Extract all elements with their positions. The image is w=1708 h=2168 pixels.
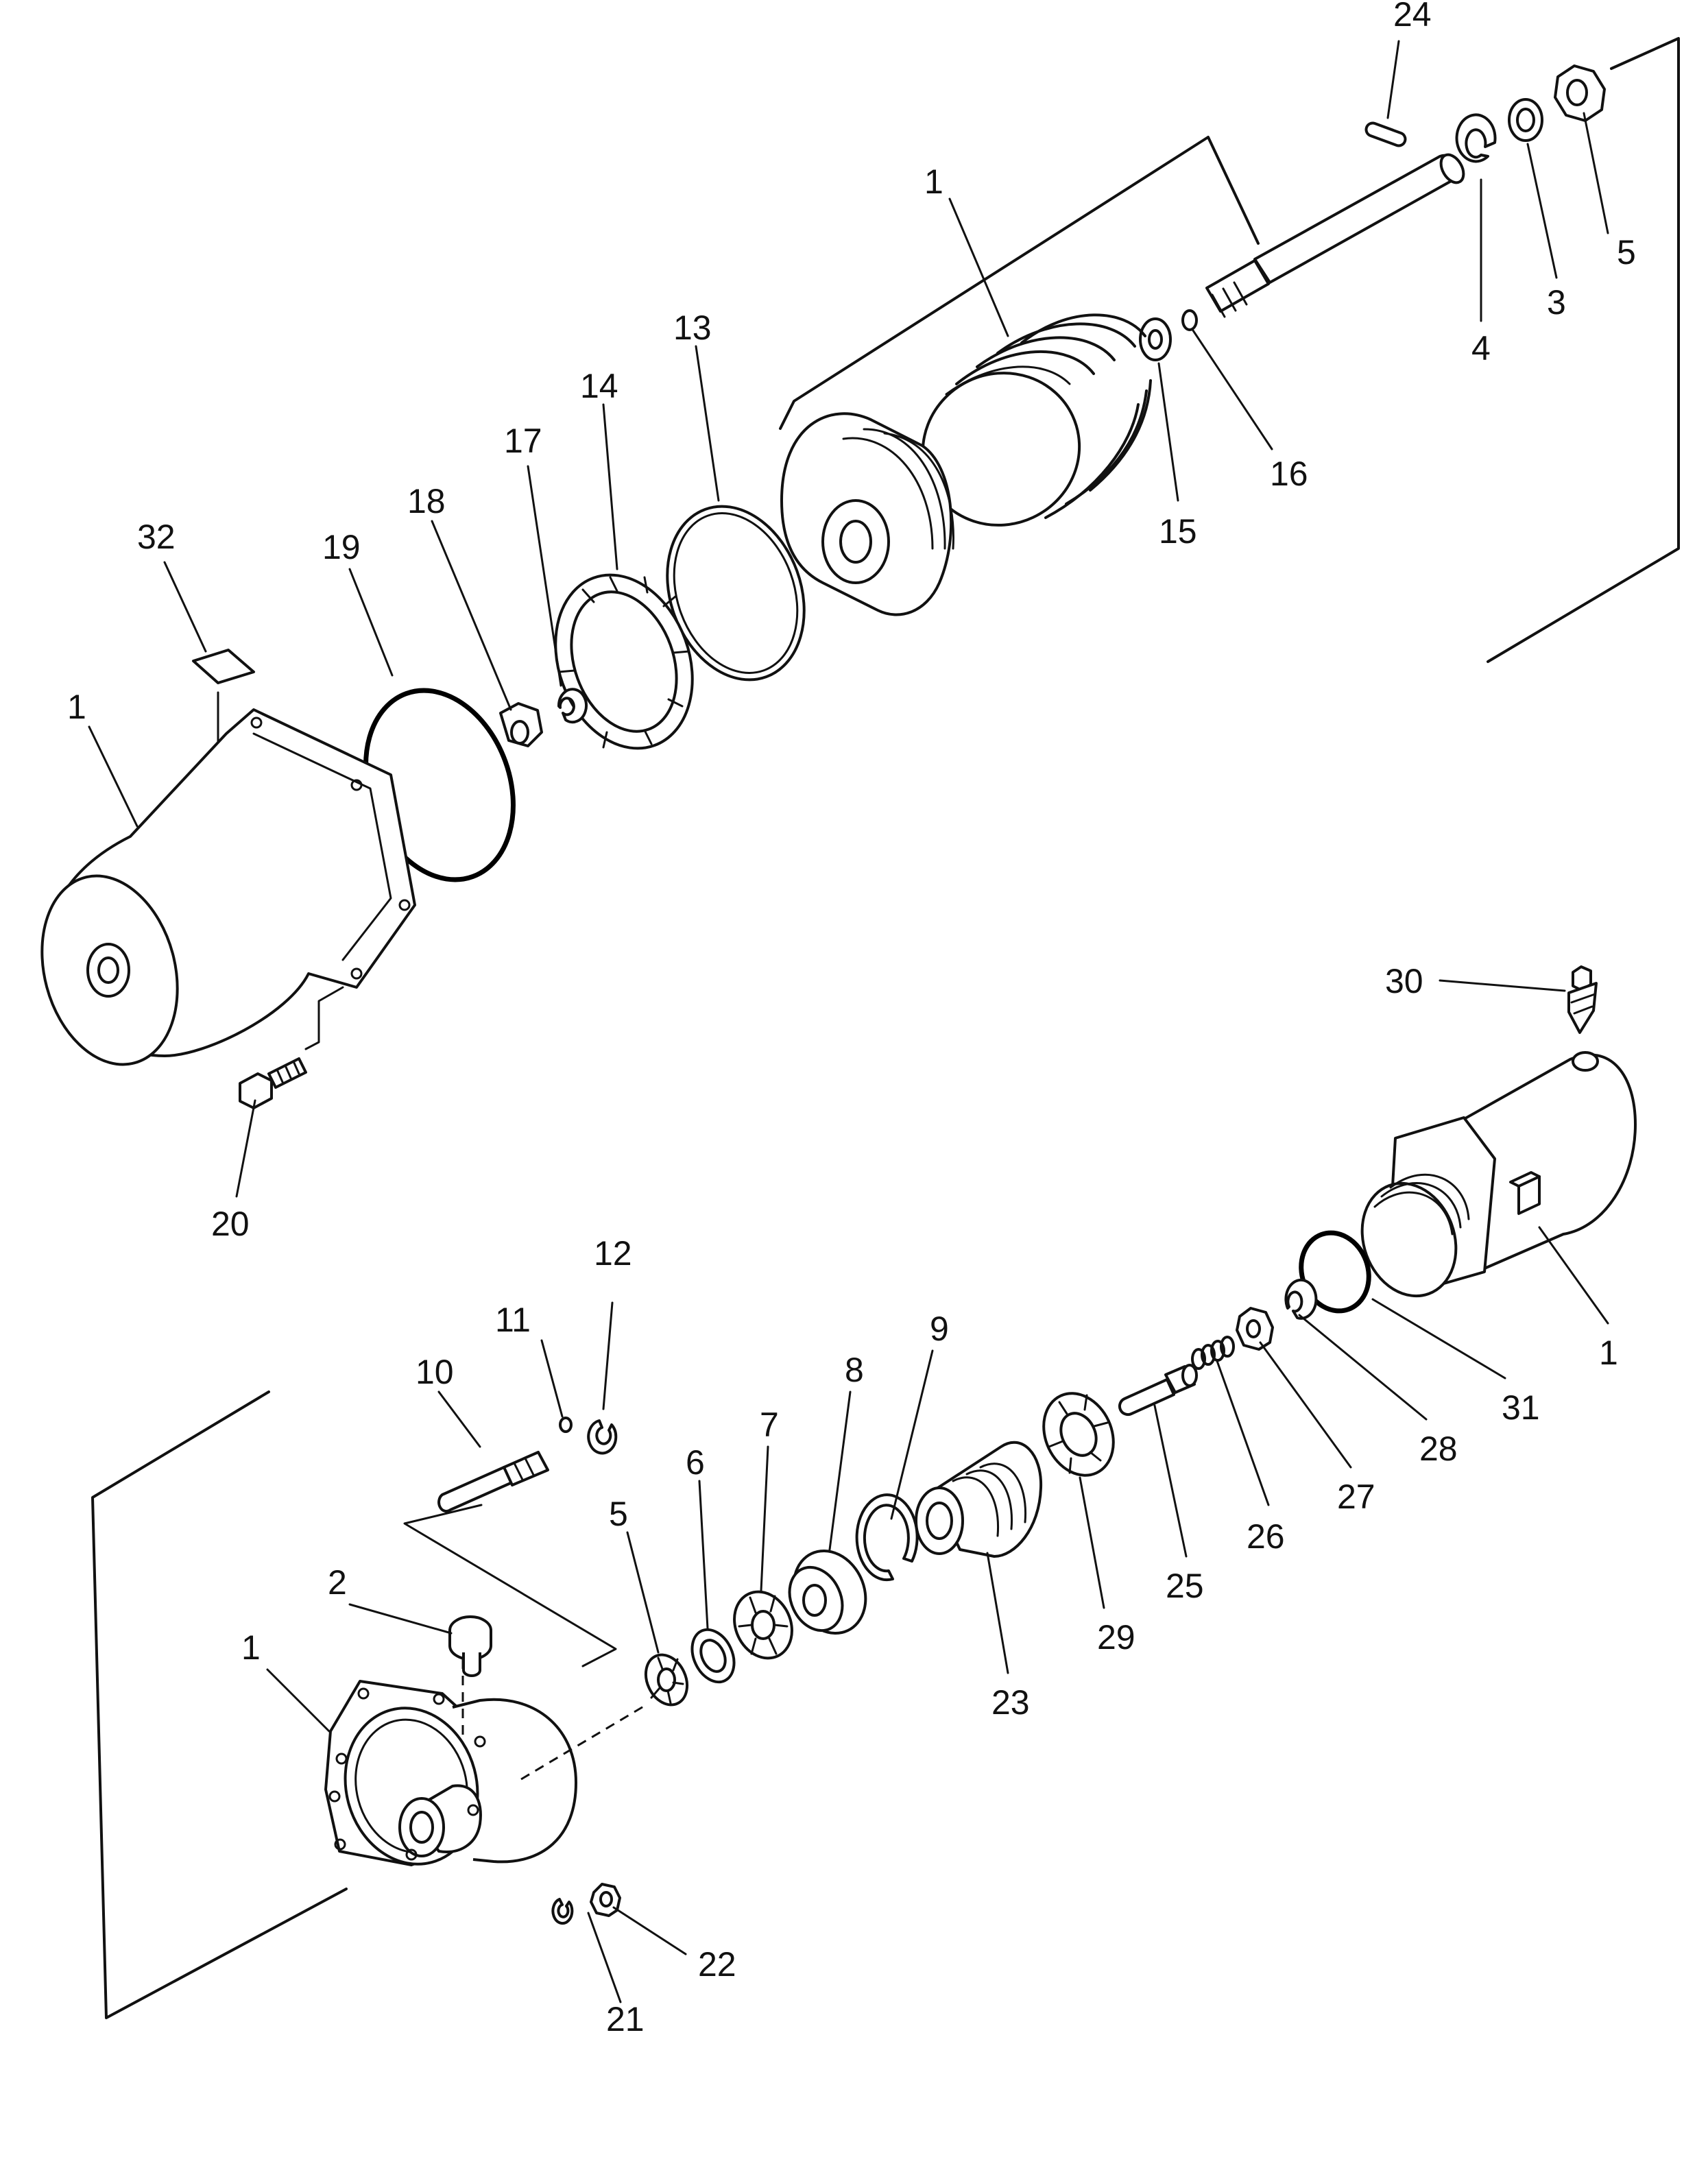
callout-29: 29 bbox=[1097, 1618, 1135, 1657]
seal-29 bbox=[1042, 1392, 1115, 1477]
nut-22 bbox=[590, 1883, 621, 1917]
callout-18: 18 bbox=[407, 482, 446, 520]
o-ring-16 bbox=[1181, 309, 1198, 331]
grease-fitting-30 bbox=[1567, 965, 1598, 1034]
callout-7: 7 bbox=[760, 1406, 779, 1444]
snap-ring-17 bbox=[557, 688, 588, 724]
housing bbox=[40, 708, 416, 1066]
callout-22: 22 bbox=[698, 1945, 736, 1984]
bolt-20-path bbox=[304, 986, 344, 1050]
grease-fitting-30-leader bbox=[1439, 979, 1566, 992]
bushing-18 bbox=[499, 702, 543, 747]
callout-11: 11 bbox=[495, 1301, 531, 1339]
washer-6 bbox=[690, 1628, 736, 1684]
callout-labels: 24 5 3 4 1 16 15 13 14 17 18 19 32 1 20 … bbox=[67, 0, 1636, 2038]
callout-12: 12 bbox=[594, 1234, 632, 1273]
callout-17: 17 bbox=[504, 422, 542, 460]
shaft-10-path bbox=[403, 1504, 617, 1667]
callout-10: 10 bbox=[416, 1353, 454, 1391]
end-cover bbox=[324, 1659, 645, 1866]
callout-24: 24 bbox=[1393, 0, 1432, 34]
callout-5-bottom: 5 bbox=[609, 1495, 628, 1533]
assembly-bracket-top bbox=[779, 136, 1260, 430]
snap-ring-4 bbox=[1455, 113, 1497, 163]
callout-32: 32 bbox=[137, 518, 176, 556]
callout-16: 16 bbox=[1270, 455, 1308, 493]
callout-25: 25 bbox=[1166, 1567, 1204, 1605]
callout-21: 21 bbox=[606, 2000, 645, 2038]
ring-13 bbox=[666, 505, 806, 682]
callout-14: 14 bbox=[580, 367, 618, 405]
callout-3: 3 bbox=[1547, 283, 1566, 322]
callout-5: 5 bbox=[1617, 233, 1636, 272]
piston-8 bbox=[788, 1549, 867, 1635]
callout-1-body: 1 bbox=[1599, 1334, 1618, 1372]
callout-2: 2 bbox=[328, 1563, 347, 1602]
callout-8: 8 bbox=[845, 1351, 864, 1389]
bolt-20 bbox=[239, 1057, 307, 1109]
plate-32 bbox=[192, 649, 255, 684]
piston-rod bbox=[1205, 153, 1465, 318]
assembly-bracket-left bbox=[91, 1390, 348, 2019]
callout-26: 26 bbox=[1247, 1517, 1285, 1556]
spring-26 bbox=[1191, 1336, 1235, 1370]
spring-coil bbox=[921, 313, 1152, 527]
callout-23: 23 bbox=[991, 1683, 1030, 1722]
callout-31: 31 bbox=[1502, 1388, 1540, 1427]
bearing-5-bottom bbox=[644, 1653, 689, 1707]
nut-5-top bbox=[1554, 64, 1606, 122]
callout-19: 19 bbox=[322, 528, 361, 566]
washer-3 bbox=[1508, 98, 1543, 142]
o-ring-11 bbox=[559, 1417, 573, 1433]
assembly-bracket-right bbox=[1487, 37, 1680, 663]
nut-27 bbox=[1236, 1307, 1274, 1351]
pin-24 bbox=[1364, 121, 1407, 147]
seal-14 bbox=[554, 573, 694, 750]
callout-13: 13 bbox=[673, 309, 712, 347]
breather-plug-2 bbox=[448, 1615, 492, 1677]
cylinder-body bbox=[1360, 1051, 1637, 1298]
callout-1-cover: 1 bbox=[241, 1628, 261, 1667]
callout-1-top-assembly: 1 bbox=[924, 162, 943, 201]
leader-lines-upper bbox=[88, 40, 1609, 1198]
plunger-25 bbox=[1118, 1364, 1198, 1417]
callout-1-housing: 1 bbox=[67, 688, 86, 726]
snap-ring-28 bbox=[1284, 1278, 1318, 1320]
callout-27: 27 bbox=[1337, 1478, 1375, 1516]
callout-20: 20 bbox=[211, 1205, 250, 1243]
valve-body-23 bbox=[915, 1441, 1043, 1558]
leader-lines-lower bbox=[266, 1226, 1609, 2003]
piston bbox=[780, 412, 954, 616]
callout-15: 15 bbox=[1159, 512, 1197, 551]
bearing-7 bbox=[733, 1590, 793, 1660]
snap-ring-12 bbox=[587, 1419, 618, 1455]
shaft-10 bbox=[437, 1451, 549, 1513]
callout-30: 30 bbox=[1385, 962, 1423, 1000]
callout-28: 28 bbox=[1419, 1430, 1458, 1468]
callout-9: 9 bbox=[930, 1310, 949, 1348]
snap-ring-21 bbox=[551, 1898, 574, 1925]
callout-4: 4 bbox=[1471, 329, 1491, 368]
washer-15 bbox=[1139, 317, 1172, 361]
callout-6: 6 bbox=[686, 1443, 705, 1482]
snap-ring-9 bbox=[855, 1493, 919, 1582]
